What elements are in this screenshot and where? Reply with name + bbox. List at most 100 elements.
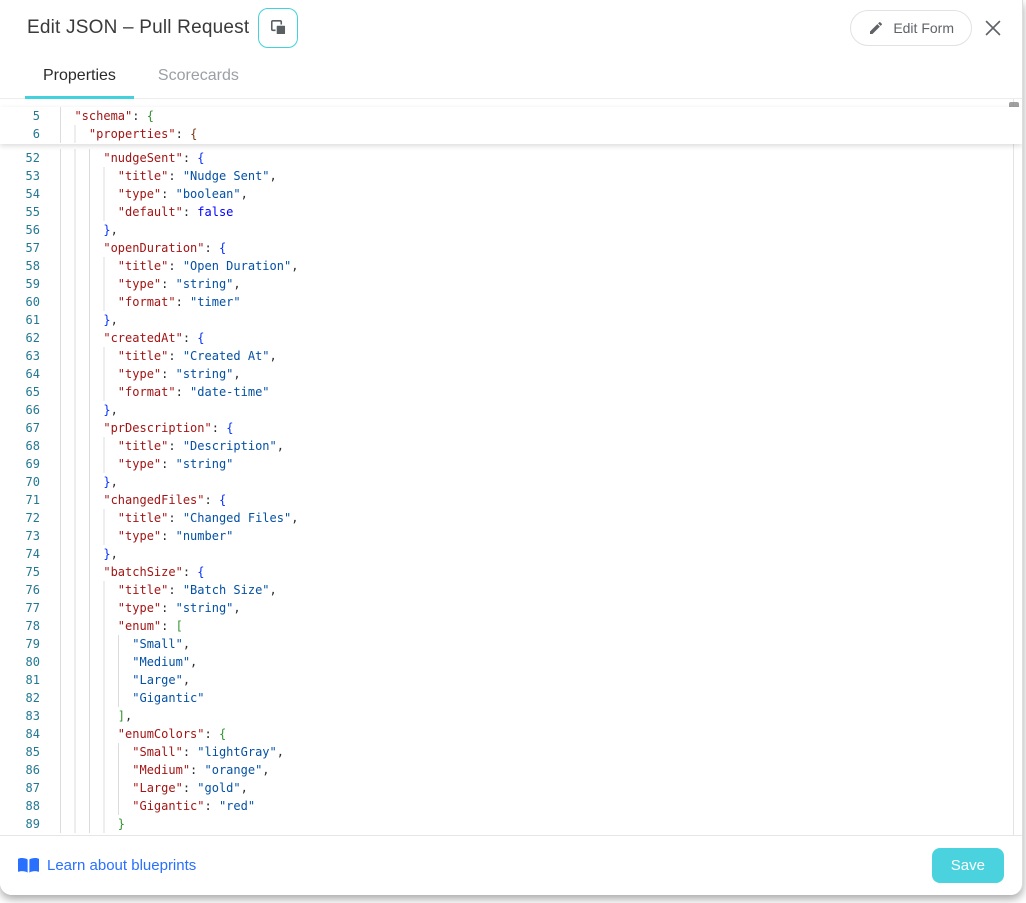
code-line[interactable]: 84 "enumColors": {: [0, 725, 1022, 743]
code-line[interactable]: 62 "createdAt": {: [0, 329, 1022, 347]
learn-blueprints-link[interactable]: Learn about blueprints: [18, 857, 196, 875]
line-number: 56: [25, 223, 40, 237]
code-text: "properties": {: [60, 125, 198, 143]
code-line[interactable]: 80 "Medium",: [0, 653, 1022, 671]
code-line[interactable]: 89 }: [0, 815, 1022, 833]
line-number: 81: [25, 673, 40, 687]
line-number: 55: [25, 205, 40, 219]
tab-scorecards[interactable]: Scorecards: [140, 55, 257, 99]
code-line[interactable]: 56 },: [0, 221, 1022, 239]
code-text: "title": "Batch Size",: [60, 581, 277, 599]
line-number: 72: [25, 511, 40, 525]
code-line[interactable]: 78 "enum": [: [0, 617, 1022, 635]
learn-blueprints-label: Learn about blueprints: [47, 857, 197, 874]
code-line[interactable]: 71 "changedFiles": {: [0, 491, 1022, 509]
sticky-scroll-lines[interactable]: 5 "schema": {6 "properties": {: [0, 107, 1022, 144]
line-number: 75: [25, 565, 40, 579]
code-line[interactable]: 70 },: [0, 473, 1022, 491]
code-line[interactable]: 76 "title": "Batch Size",: [0, 581, 1022, 599]
line-number: 6: [32, 127, 40, 141]
code-line[interactable]: 81 "Large",: [0, 671, 1022, 689]
code-line[interactable]: 63 "title": "Created At",: [0, 347, 1022, 365]
code-line[interactable]: 64 "type": "string",: [0, 365, 1022, 383]
code-line[interactable]: 77 "type": "string",: [0, 599, 1022, 617]
tab-bar: Properties Scorecards: [0, 55, 1022, 99]
line-number: 74: [25, 547, 40, 561]
code-line[interactable]: 6 "properties": {: [0, 125, 1022, 143]
code-line[interactable]: 68 "title": "Description",: [0, 437, 1022, 455]
line-number: 63: [25, 349, 40, 363]
line-number: 77: [25, 601, 40, 615]
line-number: 54: [25, 187, 40, 201]
code-text: "title": "Changed Files",: [60, 509, 299, 527]
code-line[interactable]: 73 "type": "number": [0, 527, 1022, 545]
code-line[interactable]: 52 "nudgeSent": {: [0, 149, 1022, 167]
code-line[interactable]: 61 },: [0, 311, 1022, 329]
line-number: 84: [25, 727, 40, 741]
code-line[interactable]: 5 "schema": {: [0, 107, 1022, 125]
line-number: 71: [25, 493, 40, 507]
code-text: "title": "Description",: [60, 437, 284, 455]
edit-form-button[interactable]: Edit Form: [850, 9, 972, 46]
code-text: "type": "string",: [60, 275, 241, 293]
code-line[interactable]: 88 "Gigantic": "red": [0, 797, 1022, 815]
code-line[interactable]: 54 "type": "boolean",: [0, 185, 1022, 203]
book-icon: [18, 857, 39, 875]
code-text: "title": "Nudge Sent",: [60, 167, 277, 185]
code-text: "changedFiles": {: [60, 491, 227, 509]
code-line[interactable]: 74 },: [0, 545, 1022, 563]
code-line[interactable]: 59 "type": "string",: [0, 275, 1022, 293]
code-line[interactable]: 55 "default": false: [0, 203, 1022, 221]
code-line[interactable]: 53 "title": "Nudge Sent",: [0, 167, 1022, 185]
code-line[interactable]: 72 "title": "Changed Files",: [0, 509, 1022, 527]
code-line[interactable]: 79 "Small",: [0, 635, 1022, 653]
line-number: 60: [25, 295, 40, 309]
tab-properties[interactable]: Properties: [25, 55, 134, 99]
code-line[interactable]: 66 },: [0, 401, 1022, 419]
copy-icon: [269, 18, 288, 37]
line-number: 61: [25, 313, 40, 327]
code-text: "type": "string",: [60, 599, 241, 617]
code-lines[interactable]: 52 "nudgeSent": {53 "title": "Nudge Sent…: [0, 149, 1022, 833]
code-line[interactable]: 65 "format": "date-time": [0, 383, 1022, 401]
line-number: 86: [25, 763, 40, 777]
code-text: "schema": {: [60, 107, 154, 125]
code-line[interactable]: 58 "title": "Open Duration",: [0, 257, 1022, 275]
code-text: "nudgeSent": {: [60, 149, 205, 167]
code-line[interactable]: 69 "type": "string": [0, 455, 1022, 473]
code-line[interactable]: 86 "Medium": "orange",: [0, 761, 1022, 779]
code-text: "prDescription": {: [60, 419, 234, 437]
line-number: 52: [25, 151, 40, 165]
code-line[interactable]: 82 "Gigantic": [0, 689, 1022, 707]
code-line[interactable]: 60 "format": "timer": [0, 293, 1022, 311]
code-text: "type": "string",: [60, 365, 241, 383]
code-text: ],: [60, 707, 133, 725]
code-text: "Small",: [60, 635, 191, 653]
line-number: 67: [25, 421, 40, 435]
line-number: 83: [25, 709, 40, 723]
code-text: "Gigantic": "red": [60, 797, 256, 815]
code-text: "batchSize": {: [60, 563, 205, 581]
close-button[interactable]: [978, 13, 1008, 43]
line-number: 65: [25, 385, 40, 399]
code-line[interactable]: 83 ],: [0, 707, 1022, 725]
modal-header: Edit JSON – Pull Request Edit Form: [0, 0, 1022, 55]
code-line[interactable]: 75 "batchSize": {: [0, 563, 1022, 581]
code-line[interactable]: 85 "Small": "lightGray",: [0, 743, 1022, 761]
save-button[interactable]: Save: [931, 848, 1004, 883]
code-text: "title": "Open Duration",: [60, 257, 299, 275]
code-text: "Medium": "orange",: [60, 761, 270, 779]
line-number: 68: [25, 439, 40, 453]
pencil-icon: [868, 20, 884, 36]
code-text: "format": "date-time": [60, 383, 270, 401]
modal-footer: Learn about blueprints Save: [0, 835, 1022, 895]
editor-scrollbar-track: [1013, 99, 1014, 835]
code-line[interactable]: 67 "prDescription": {: [0, 419, 1022, 437]
code-text: },: [60, 401, 118, 419]
code-text: },: [60, 221, 118, 239]
code-line[interactable]: 87 "Large": "gold",: [0, 779, 1022, 797]
copy-button[interactable]: [258, 7, 299, 48]
code-line[interactable]: 57 "openDuration": {: [0, 239, 1022, 257]
json-editor[interactable]: 5 "schema": {6 "properties": { 52 "nudge…: [0, 99, 1022, 835]
line-number: 62: [25, 331, 40, 345]
